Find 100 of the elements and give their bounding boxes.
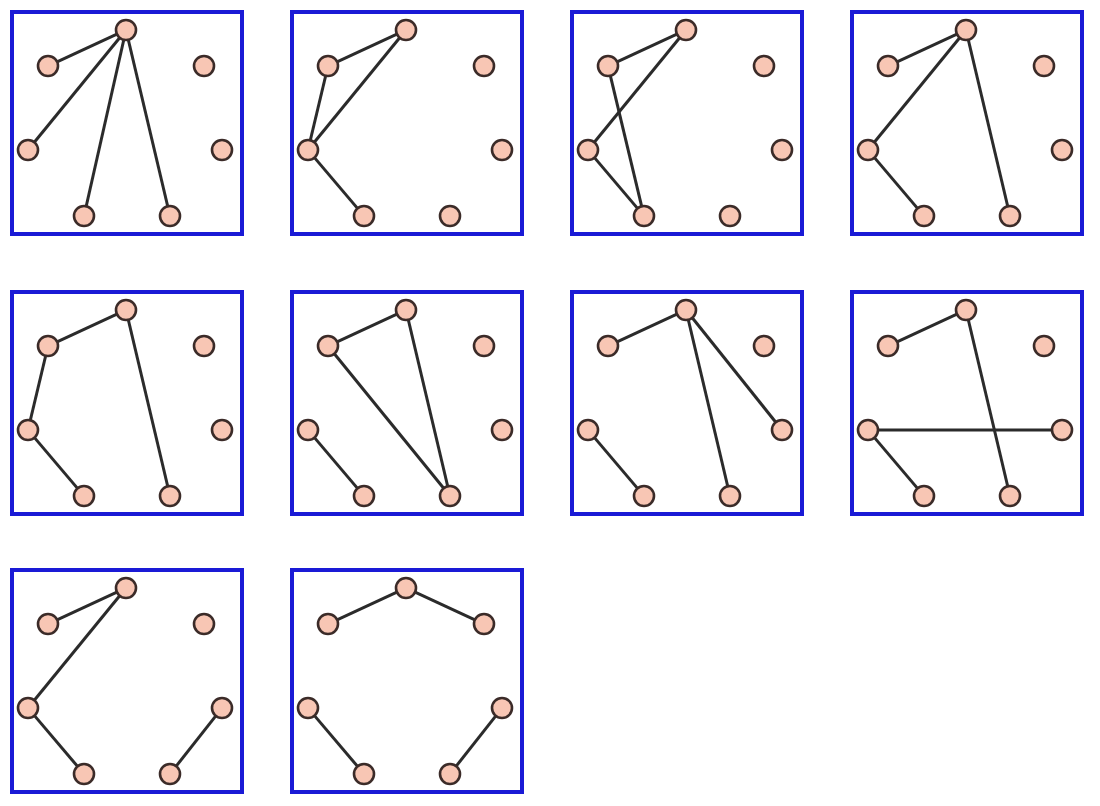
edge-line — [966, 319, 1010, 487]
edge-line — [308, 75, 328, 141]
vertex-circle — [394, 576, 418, 600]
edge-line — [336, 590, 398, 622]
vertex-circle — [954, 298, 978, 322]
vertex-circle — [16, 696, 40, 720]
vertex-circle — [210, 418, 234, 442]
edge-line — [28, 355, 48, 421]
vertex-circle — [490, 418, 514, 442]
vertex-circle — [632, 484, 656, 508]
vertex-circle — [36, 54, 60, 78]
vertex-circle — [192, 612, 216, 636]
vertex-circle — [718, 204, 742, 228]
edge-line — [33, 594, 121, 702]
vertex-circle — [16, 418, 40, 442]
vertex-circle — [192, 54, 216, 78]
vertex-circle — [770, 138, 794, 162]
vertex-circle — [72, 762, 96, 786]
vertex-circle — [438, 762, 462, 786]
vertex-circle — [114, 298, 138, 322]
vertex-circle — [394, 298, 418, 322]
edge-line — [593, 36, 681, 144]
edge-line — [406, 319, 450, 487]
vertex-circle — [998, 484, 1022, 508]
vertex-circle — [876, 334, 900, 358]
edge-line — [175, 714, 217, 768]
edge-line — [873, 436, 919, 490]
vertex-circle — [114, 18, 138, 42]
vertex-circle — [1032, 334, 1056, 358]
vertex-circle — [1050, 138, 1074, 162]
edge-line — [608, 75, 644, 207]
vertex-circle — [158, 484, 182, 508]
edge-line — [84, 39, 126, 207]
edge-line — [313, 36, 401, 144]
vertex-circle — [36, 334, 60, 358]
edge-line — [33, 36, 121, 144]
edge-line — [686, 319, 730, 487]
edge-line — [56, 312, 118, 344]
graph-panel — [850, 290, 1084, 516]
edge-line — [896, 312, 958, 344]
vertex-circle — [490, 138, 514, 162]
edge-line — [33, 714, 79, 768]
vertex-circle — [210, 696, 234, 720]
edge-line — [966, 39, 1010, 207]
graph-panel — [290, 290, 524, 516]
vertex-circle — [490, 696, 514, 720]
edge-line — [336, 32, 398, 64]
vertex-circle — [770, 418, 794, 442]
vertex-circle — [1050, 418, 1074, 442]
vertex-circle — [72, 204, 96, 228]
vertex-circle — [576, 138, 600, 162]
edge-line — [593, 156, 639, 210]
edge-line — [896, 32, 958, 64]
vertex-circle — [158, 204, 182, 228]
edge-line — [616, 32, 678, 64]
edge-line — [313, 436, 359, 490]
edge-line — [313, 156, 359, 210]
vertex-circle — [316, 612, 340, 636]
vertex-circle — [954, 18, 978, 42]
vertex-circle — [296, 418, 320, 442]
graph-panel — [290, 10, 524, 236]
vertex-circle — [912, 204, 936, 228]
vertex-circle — [596, 54, 620, 78]
graph-panel — [10, 10, 244, 236]
vertex-circle — [856, 138, 880, 162]
vertex-circle — [210, 138, 234, 162]
vertex-circle — [16, 138, 40, 162]
vertex-circle — [856, 418, 880, 442]
vertex-circle — [596, 334, 620, 358]
edge-line — [691, 316, 777, 424]
vertex-circle — [72, 484, 96, 508]
vertex-circle — [472, 612, 496, 636]
edge-line — [333, 352, 445, 490]
vertex-circle — [576, 418, 600, 442]
edge-line — [878, 428, 1052, 432]
edge-line — [455, 714, 497, 768]
vertex-circle — [912, 484, 936, 508]
vertex-circle — [114, 576, 138, 600]
vertex-circle — [472, 334, 496, 358]
edge-line — [33, 436, 79, 490]
graph-panel — [10, 568, 244, 794]
graph-panel — [850, 10, 1084, 236]
vertex-circle — [632, 204, 656, 228]
edge-line — [56, 32, 118, 64]
edge-line — [126, 39, 170, 207]
vertex-circle — [296, 696, 320, 720]
vertex-circle — [192, 334, 216, 358]
graph-panel — [570, 290, 804, 516]
edge-line — [616, 312, 678, 344]
vertex-circle — [472, 54, 496, 78]
edge-line — [873, 156, 919, 210]
vertex-circle — [752, 54, 776, 78]
graph-panel — [570, 10, 804, 236]
edge-line — [313, 714, 359, 768]
vertex-circle — [438, 204, 462, 228]
vertex-circle — [674, 298, 698, 322]
graph-panel — [290, 568, 524, 794]
vertex-circle — [394, 18, 418, 42]
edge-line — [126, 319, 170, 487]
vertex-circle — [352, 762, 376, 786]
